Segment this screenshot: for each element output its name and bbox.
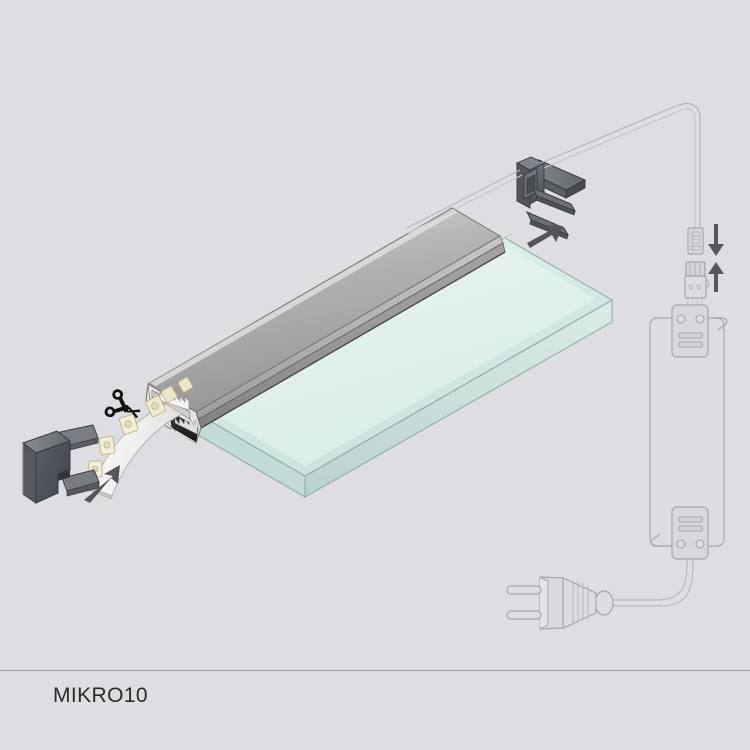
led-driver-bottom-plate bbox=[671, 506, 709, 560]
led-driver-hook-top bbox=[708, 317, 728, 331]
mains-plug-ribs bbox=[572, 580, 589, 625]
end-cap-left-notch bbox=[58, 470, 70, 481]
end-cap-left bbox=[21, 424, 100, 504]
profile-top-highlight bbox=[150, 209, 458, 386]
profile-base-shadow bbox=[200, 251, 506, 429]
led-driver-hook-bottom bbox=[650, 533, 672, 547]
profile-end-lip bbox=[171, 428, 196, 443]
connector-pair bbox=[683, 227, 710, 317]
glass-shelf-highlight bbox=[214, 246, 596, 466]
arrow-down-half bbox=[708, 224, 724, 256]
aluminium-profile bbox=[145, 207, 506, 444]
arrow-connector-double bbox=[708, 224, 724, 292]
mains-plug-body-face bbox=[539, 576, 549, 630]
mains-plug-pin-2 bbox=[506, 610, 542, 620]
caption-divider bbox=[0, 670, 750, 671]
feed-cable bbox=[404, 103, 701, 234]
end-cap-right-tab-upper-edge bbox=[535, 195, 576, 216]
led-chip bbox=[145, 395, 167, 418]
led-chip bbox=[98, 435, 116, 456]
led-chip bbox=[177, 376, 194, 393]
led-chip bbox=[160, 385, 178, 404]
led-driver-top-plate bbox=[671, 304, 709, 358]
arrow-endcap-left bbox=[84, 465, 120, 503]
mains-plug-pin-1 bbox=[506, 585, 542, 595]
arrow-endcap-right bbox=[527, 225, 563, 248]
end-cap-left-side-face bbox=[22, 441, 37, 504]
end-cap-right-flange-side bbox=[565, 179, 586, 199]
scissors-icon bbox=[104, 389, 141, 419]
mains-plug-boot bbox=[594, 590, 614, 616]
connector-female bbox=[684, 261, 710, 299]
led-chip bbox=[118, 413, 139, 435]
mains-plug-shroud bbox=[562, 577, 597, 629]
arrow-up-half bbox=[708, 262, 724, 292]
end-cap-right bbox=[515, 156, 587, 240]
profile-fins-lower bbox=[174, 417, 199, 435]
mains-plug bbox=[506, 576, 614, 630]
product-caption: MIKRO10 bbox=[53, 684, 148, 707]
led-driver bbox=[649, 304, 728, 560]
mains-lead bbox=[604, 558, 694, 607]
connector-male bbox=[687, 227, 704, 255]
